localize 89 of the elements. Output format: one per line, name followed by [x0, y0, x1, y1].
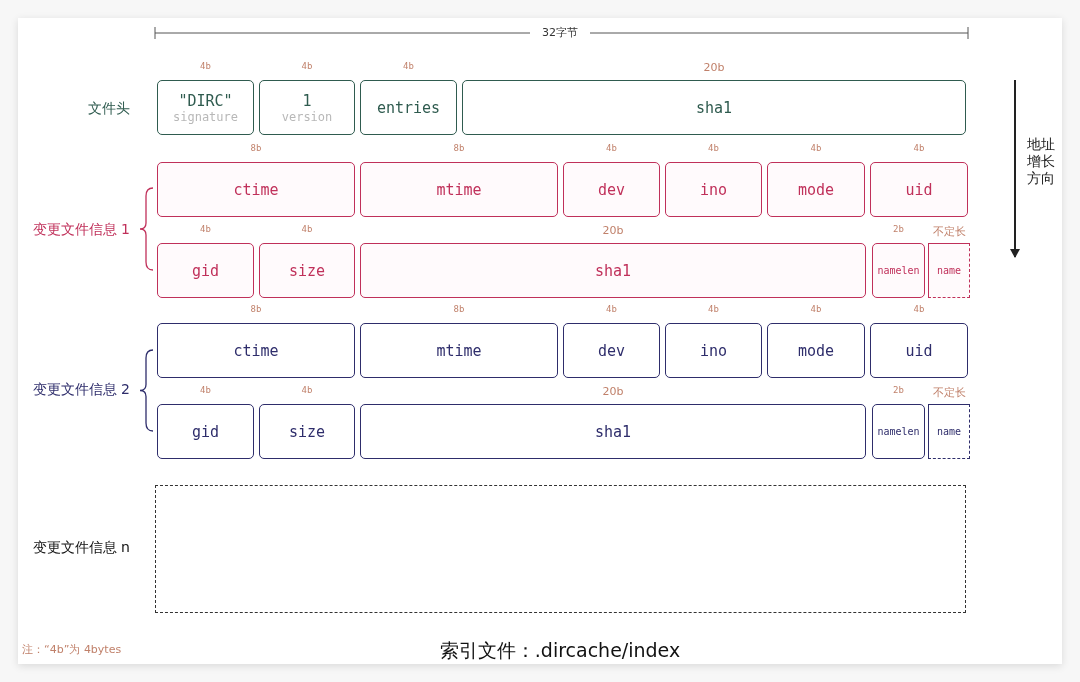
size-label: 4b [300, 224, 314, 234]
size-label: 4b [707, 304, 720, 314]
field-box [157, 80, 254, 135]
caption: 索引文件：.dircache/index [438, 638, 682, 663]
size-label: 4b [605, 304, 618, 314]
field-box [928, 404, 970, 459]
field-box [563, 162, 660, 217]
field-label: mode [797, 180, 835, 199]
field-label: dev [597, 341, 626, 360]
size-label: 20b [702, 61, 726, 74]
field-label: sha1 [695, 98, 733, 117]
field-box [259, 243, 355, 298]
size-label: 8b [249, 143, 263, 153]
field-label: ino [699, 180, 728, 199]
size-label: 4b [199, 224, 212, 234]
row-label: 变更文件信息 1 [31, 221, 130, 239]
size-label: 4b [300, 61, 314, 71]
field-box [360, 80, 457, 135]
field-label: dev [597, 180, 626, 199]
field-label: uid [905, 180, 933, 199]
field-label: 1 [302, 91, 312, 110]
field-box [563, 323, 660, 378]
field-box [665, 162, 762, 217]
row-label: 文件头 [87, 100, 130, 118]
size-label: 不定长 [931, 224, 967, 239]
field-box [870, 162, 968, 217]
field-label: mtime [436, 341, 482, 360]
field-box [259, 80, 355, 135]
size-label: 4b [199, 385, 212, 395]
field-label: gid [191, 261, 220, 280]
size-label: 4b [402, 61, 415, 71]
field-label: name [936, 426, 962, 437]
field-label: ctime [233, 341, 279, 360]
field-box [928, 243, 970, 298]
field-box [767, 162, 865, 217]
field-label: ctime [233, 180, 279, 199]
size-label: 4b [809, 304, 823, 314]
field-box [665, 323, 762, 378]
field-box [360, 323, 558, 378]
size-label: 8b [452, 304, 466, 314]
size-label: 4b [912, 143, 926, 153]
size-label: 4b [199, 61, 212, 71]
row-label: 变更文件信息 n [31, 539, 130, 557]
dashed-box [155, 485, 966, 613]
dimension-label: 32字节 [530, 25, 590, 41]
size-label: 不定长 [931, 385, 967, 400]
field-box [259, 404, 355, 459]
field-label: ino [699, 341, 728, 360]
size-label: 4b [809, 143, 823, 153]
field-label: sha1 [594, 422, 632, 441]
size-label: 4b [707, 143, 720, 153]
field-box [767, 323, 865, 378]
field-label: mode [797, 341, 835, 360]
field-label: entries [376, 98, 441, 117]
field-caption: signature [173, 109, 238, 124]
field-label: size [288, 261, 326, 280]
field-label: gid [191, 422, 220, 441]
row-label: 变更文件信息 2 [31, 381, 130, 399]
size-label: 20b [601, 385, 625, 398]
field-box [462, 80, 966, 135]
field-label: name [936, 265, 962, 276]
field-label: "DIRC" [178, 91, 233, 110]
size-label: 20b [601, 224, 625, 237]
field-label: namelen [877, 426, 920, 437]
field-box [360, 243, 866, 298]
size-label: 2b [892, 224, 905, 234]
field-label: uid [905, 341, 933, 360]
field-label: sha1 [594, 261, 632, 280]
size-label: 2b [892, 385, 905, 395]
field-label: size [288, 422, 326, 441]
field-box [870, 323, 968, 378]
direction-label: 地址增长方向 [1027, 136, 1056, 187]
field-box [157, 323, 355, 378]
size-label: 8b [452, 143, 466, 153]
field-caption: version [281, 109, 333, 124]
footnote: 注：“4b”为 4bytes [22, 642, 123, 657]
field-box [157, 162, 355, 217]
field-box [872, 404, 925, 459]
field-box [157, 243, 254, 298]
field-label: namelen [877, 265, 920, 276]
field-label: mtime [436, 180, 482, 199]
field-box [360, 162, 558, 217]
size-label: 8b [249, 304, 263, 314]
size-label: 4b [605, 143, 618, 153]
field-box [360, 404, 866, 459]
size-label: 4b [912, 304, 926, 314]
field-box [872, 243, 925, 298]
size-label: 4b [300, 385, 314, 395]
field-box [157, 404, 254, 459]
